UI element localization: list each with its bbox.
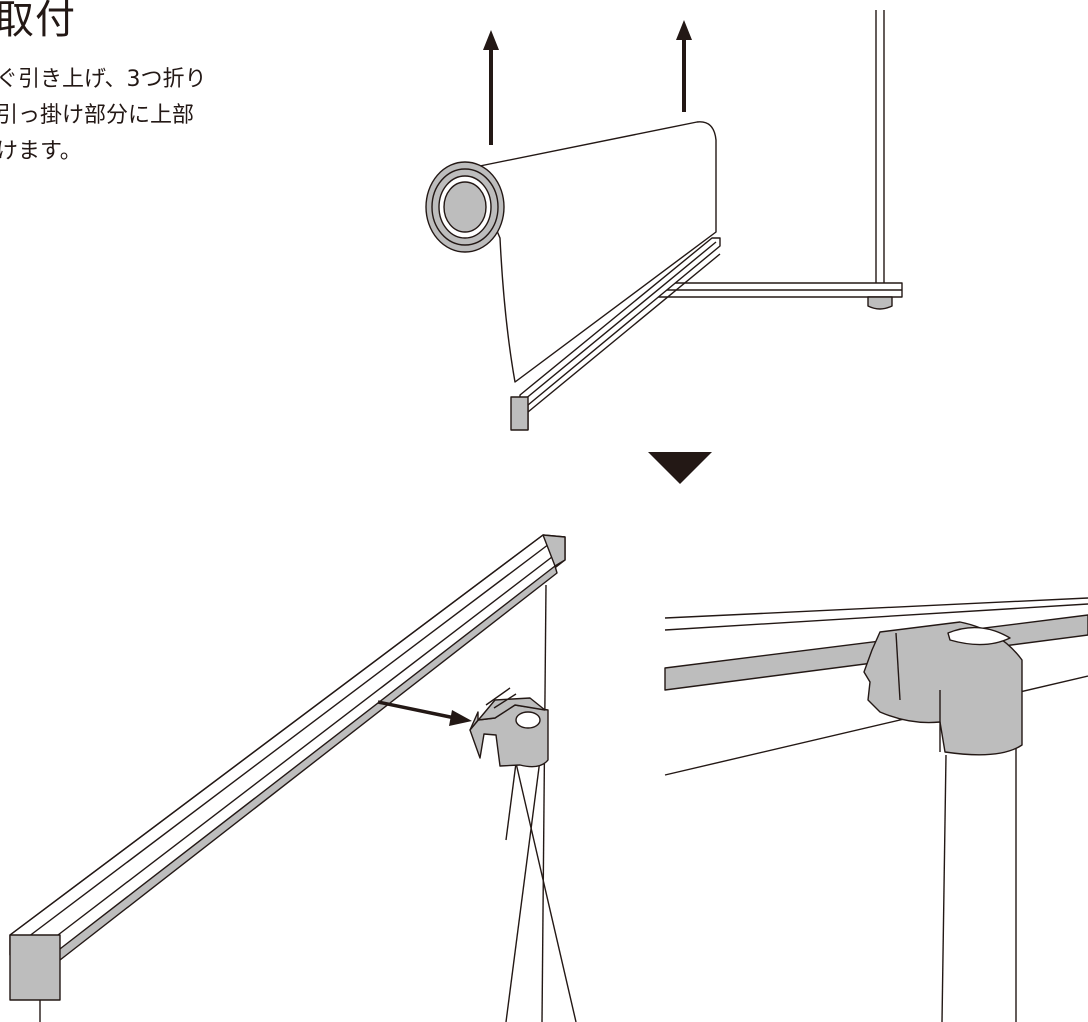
screen-bottom-bar: [510, 237, 721, 431]
instruction-line: ぐ引き上げ、3つ折り: [0, 67, 207, 92]
arrow-up-icon: [676, 20, 692, 112]
instruction-line: けます。: [0, 139, 82, 164]
arrow-up-icon: [483, 30, 499, 145]
stand-pole: [875, 10, 885, 288]
hook-clip: [469, 687, 549, 768]
stand-legs: [505, 751, 577, 1022]
next-step-triangle-icon: [648, 452, 712, 484]
instruction-text: ぐ引き上げ、3つ折り 引っ掛け部分に上部 けます。: [0, 62, 206, 170]
step2-hook-figure: [9, 534, 577, 1022]
section-heading: 取付: [0, 0, 76, 43]
screen-sheet: [469, 121, 717, 383]
arrow-right-icon: [377, 700, 472, 726]
closeup-hook-connector: [863, 621, 1023, 756]
step1-pull-up-figure: [425, 10, 903, 431]
step3-closeup-figure: [664, 597, 1088, 1022]
closeup-pole: [941, 745, 1017, 1022]
instruction-line: 引っ掛け部分に上部: [0, 103, 195, 128]
stand-foot: [651, 282, 903, 310]
long-bottom-bar: [9, 534, 566, 1022]
roll-end-cap: [425, 161, 505, 253]
